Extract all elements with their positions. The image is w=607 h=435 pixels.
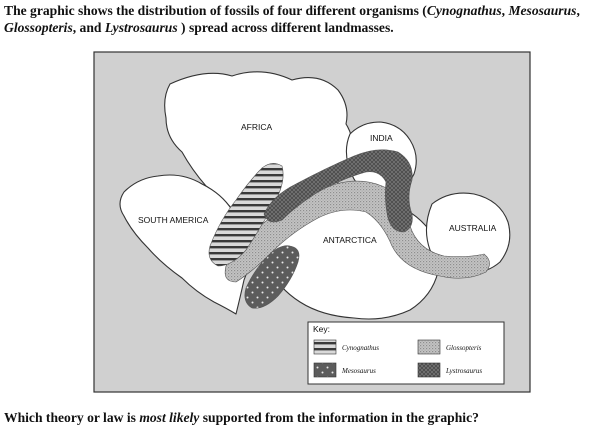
organism-glossopteris: Glossopteris (4, 20, 73, 35)
key-label-glossopteris: Glossopteris (446, 344, 482, 352)
label-africa: AFRICA (241, 122, 273, 132)
mesosaurus-region (244, 245, 300, 309)
lystrosaurus-region (263, 149, 413, 233)
key-title: Key: (313, 324, 330, 334)
question-emphasis: most likely (139, 410, 200, 425)
australia-landmass (425, 192, 511, 274)
label-antarctica: ANTARCTICA (323, 235, 377, 245)
organism-lystrosaurus: Lystrosaurus (104, 20, 178, 35)
label-australia: AUSTRALIA (449, 223, 497, 233)
key-swatch-lystrosaurus (417, 362, 441, 378)
question-text: Which theory or law is most likely suppo… (4, 410, 479, 425)
key-swatch-mesosaurus (313, 362, 337, 378)
organism-cynognathus: Cynognathus (426, 3, 502, 18)
organism-mesosaurus: Mesosaurus (508, 3, 577, 18)
key-box (307, 321, 505, 385)
key-label-cynognathus: Cynognathus (342, 344, 379, 352)
key-swatch-cynognathus (313, 339, 337, 355)
label-india: INDIA (370, 133, 393, 143)
key-swatch-glossopteris (417, 339, 441, 355)
key-label-mesosaurus: Mesosaurus (341, 367, 376, 375)
fossil-regions (208, 149, 490, 309)
south-america-landmass (119, 174, 250, 315)
map-key: Key: Cynognathus Glossopteris Mesosaurus… (307, 321, 505, 385)
cynognathus-region (208, 163, 284, 267)
intro-text: The graphic shows the distribution of fo… (4, 3, 580, 35)
key-label-lystrosaurus: Lystrosaurus (445, 367, 482, 375)
label-south-america: SOUTH AMERICA (138, 215, 209, 225)
